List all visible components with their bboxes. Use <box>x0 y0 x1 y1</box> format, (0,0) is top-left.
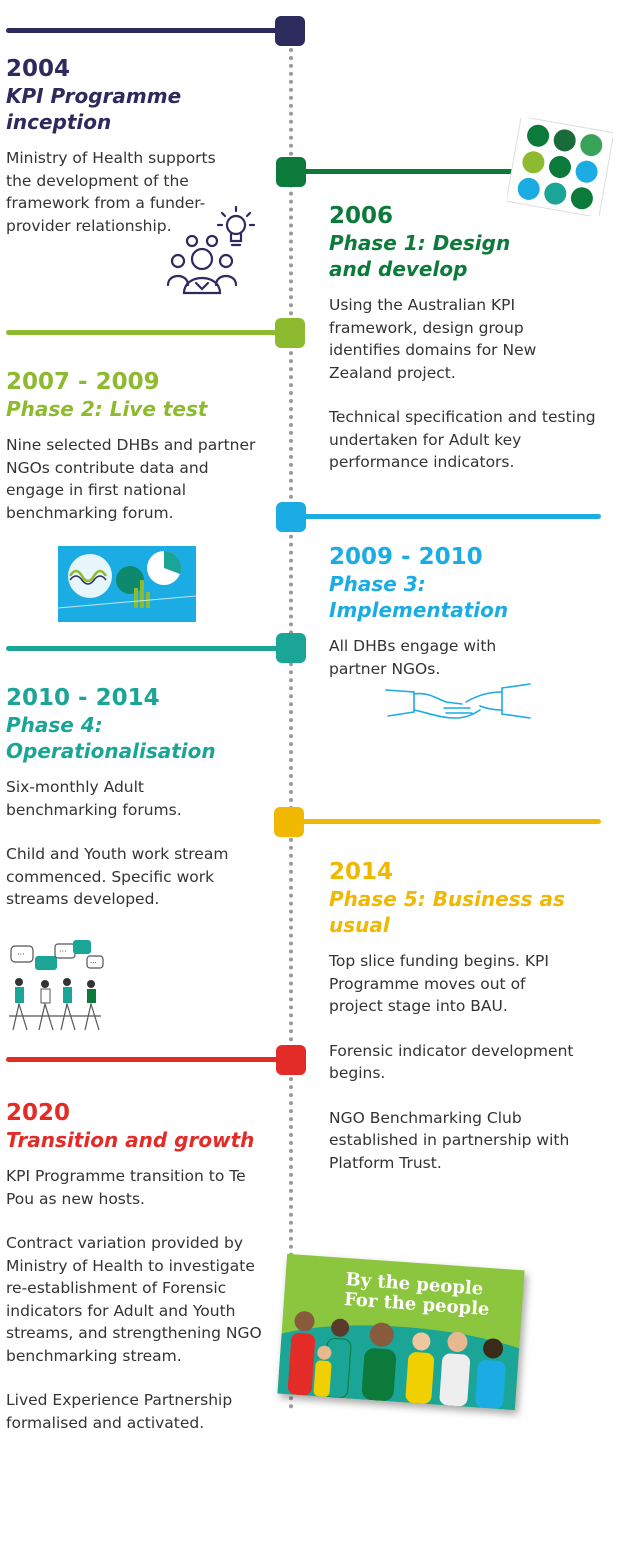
milestone-year: 2014 <box>329 859 394 885</box>
timeline-node-2009 <box>276 502 306 532</box>
people-discussion-icon: ··· ··· ··· <box>9 940 104 1031</box>
connector-line-2007 <box>6 330 280 335</box>
connector-line-2010 <box>6 646 280 651</box>
handshake-icon <box>385 683 531 719</box>
timeline-node-2020 <box>276 1045 306 1075</box>
timeline-spine <box>289 40 293 1410</box>
svg-text:···: ··· <box>90 959 97 967</box>
milestone-year: 2007 - 2009 <box>6 369 160 395</box>
connector-line-2020 <box>6 1057 280 1062</box>
milestone-2006: 2006 Phase 1: Design and develop Using t… <box>329 202 607 496</box>
timeline-node-2006 <box>276 157 306 187</box>
milestone-text: NGO Benchmarking Club established in par… <box>329 1108 570 1172</box>
svg-text:···: ··· <box>17 950 25 959</box>
milestone-2014: 2014 Phase 5: Business as usual Top slic… <box>329 858 607 1196</box>
timeline-node-2010 <box>276 633 306 663</box>
milestone-text: Top slice funding begins. KPI Programme … <box>329 952 549 1015</box>
milestone-text: Technical specification and testing unde… <box>329 408 596 471</box>
poster-people-icon <box>277 1311 520 1411</box>
milestone-2009-2010: 2009 - 2010 Phase 3: Implementation All … <box>329 543 607 702</box>
circles-image <box>507 118 613 216</box>
milestone-text: All DHBs engage with partner NGOs. <box>329 637 497 678</box>
milestone-phase: Phase 5: Business as usual <box>329 887 565 937</box>
timeline-node-2007 <box>275 318 305 348</box>
milestone-phase: Phase 3: Implementation <box>329 572 509 622</box>
milestone-phase: Transition and growth <box>6 1128 255 1152</box>
connector-line-2014 <box>300 819 601 824</box>
milestone-2020: 2020 Transition and growth KPI Programme… <box>6 1099 276 1456</box>
timeline-node-2004 <box>275 16 305 46</box>
milestone-text: Ministry of Health supports the developm… <box>6 149 216 235</box>
milestone-phase: Phase 4: Operationalisation <box>6 713 216 763</box>
milestone-year: 2006 <box>329 203 394 229</box>
connector-line-2004 <box>6 28 280 33</box>
svg-text:···: ··· <box>59 947 67 956</box>
team-lightbulb-icon <box>166 205 256 295</box>
milestone-text: Forensic indicator development begins. <box>329 1041 574 1083</box>
milestone-2007-2009: 2007 - 2009 Phase 2: Live test Nine sele… <box>6 368 276 546</box>
milestone-phase: Phase 2: Live test <box>6 397 208 421</box>
connector-line-2009 <box>300 514 601 519</box>
milestone-2004: 2004 KPI Programme inception Ministry of… <box>6 55 276 259</box>
milestone-text: KPI Programme transition to Te Pou as ne… <box>6 1167 246 1208</box>
milestone-phase: Phase 1: Design and develop <box>329 231 511 281</box>
poster-image: By the people For the people <box>277 1253 525 1411</box>
milestone-text: Child and Youth work stream commenced. S… <box>6 845 229 908</box>
milestone-phase: KPI Programme inception <box>6 84 182 134</box>
milestone-text: Nine selected DHBs and partner NGOs cont… <box>6 436 256 522</box>
connector-line-2006 <box>300 169 515 174</box>
milestone-year: 2004 <box>6 56 71 82</box>
milestone-year: 2009 - 2010 <box>329 544 483 570</box>
milestone-text: Contract variation provided by Ministry … <box>6 1234 262 1365</box>
milestone-year: 2020 <box>6 1100 71 1126</box>
milestone-2010-2014: 2010 - 2014 Phase 4: Operationalisation … <box>6 684 276 933</box>
timeline-node-2014 <box>274 807 304 837</box>
milestone-text: Using the Australian KPI framework, desi… <box>329 296 537 382</box>
milestone-text: Six-monthly Adult benchmarking forums. <box>6 778 182 819</box>
milestone-year: 2010 - 2014 <box>6 685 160 711</box>
milestone-text: Lived Experience Partnership formalised … <box>6 1391 233 1432</box>
data-charts-image <box>58 546 196 622</box>
